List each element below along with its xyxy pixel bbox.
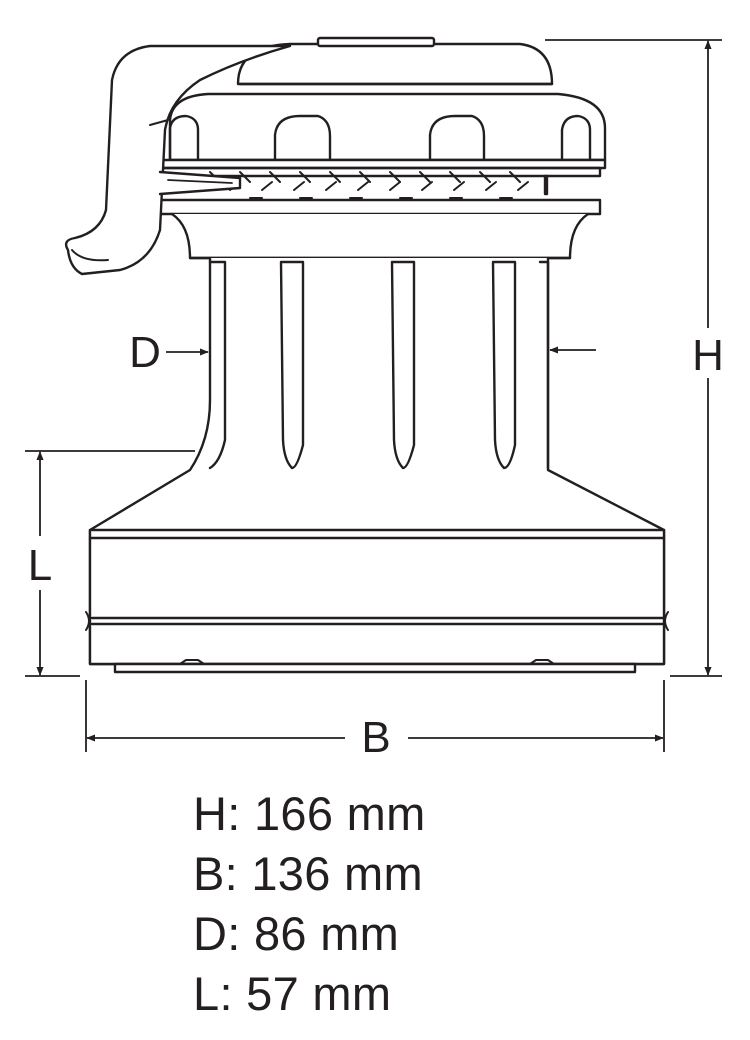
spec-l: L: 57 mm — [193, 967, 392, 1020]
lower-flange — [153, 198, 602, 216]
dimension-l-label: L — [28, 541, 52, 590]
dimension-d-label: D — [129, 328, 161, 377]
stripper-arm — [64, 44, 292, 276]
dimension-h-label: H — [692, 331, 724, 380]
base — [88, 528, 666, 666]
cap-button — [316, 36, 436, 48]
dimension-b-label: B — [361, 713, 390, 762]
spec-d: D: 86 mm — [193, 907, 400, 960]
jaw-loops — [168, 114, 592, 162]
drum-ribs — [208, 260, 550, 470]
top-cap — [236, 42, 554, 86]
winch-illustration — [64, 36, 669, 674]
dimension-specs: H: 166 mm B: 136 mm D: 86 mm L: 57 mm — [193, 784, 426, 1024]
jaw-teeth — [209, 171, 529, 199]
dimension-lines — [25, 39, 722, 752]
spec-b: B: 136 mm — [193, 847, 423, 900]
base-foot — [113, 662, 637, 674]
winch-dimension-drawing: H L B D — [25, 36, 724, 762]
drum-collar — [170, 212, 590, 260]
stripper-flange — [168, 92, 607, 162]
spec-h: H: 166 mm — [193, 787, 426, 840]
